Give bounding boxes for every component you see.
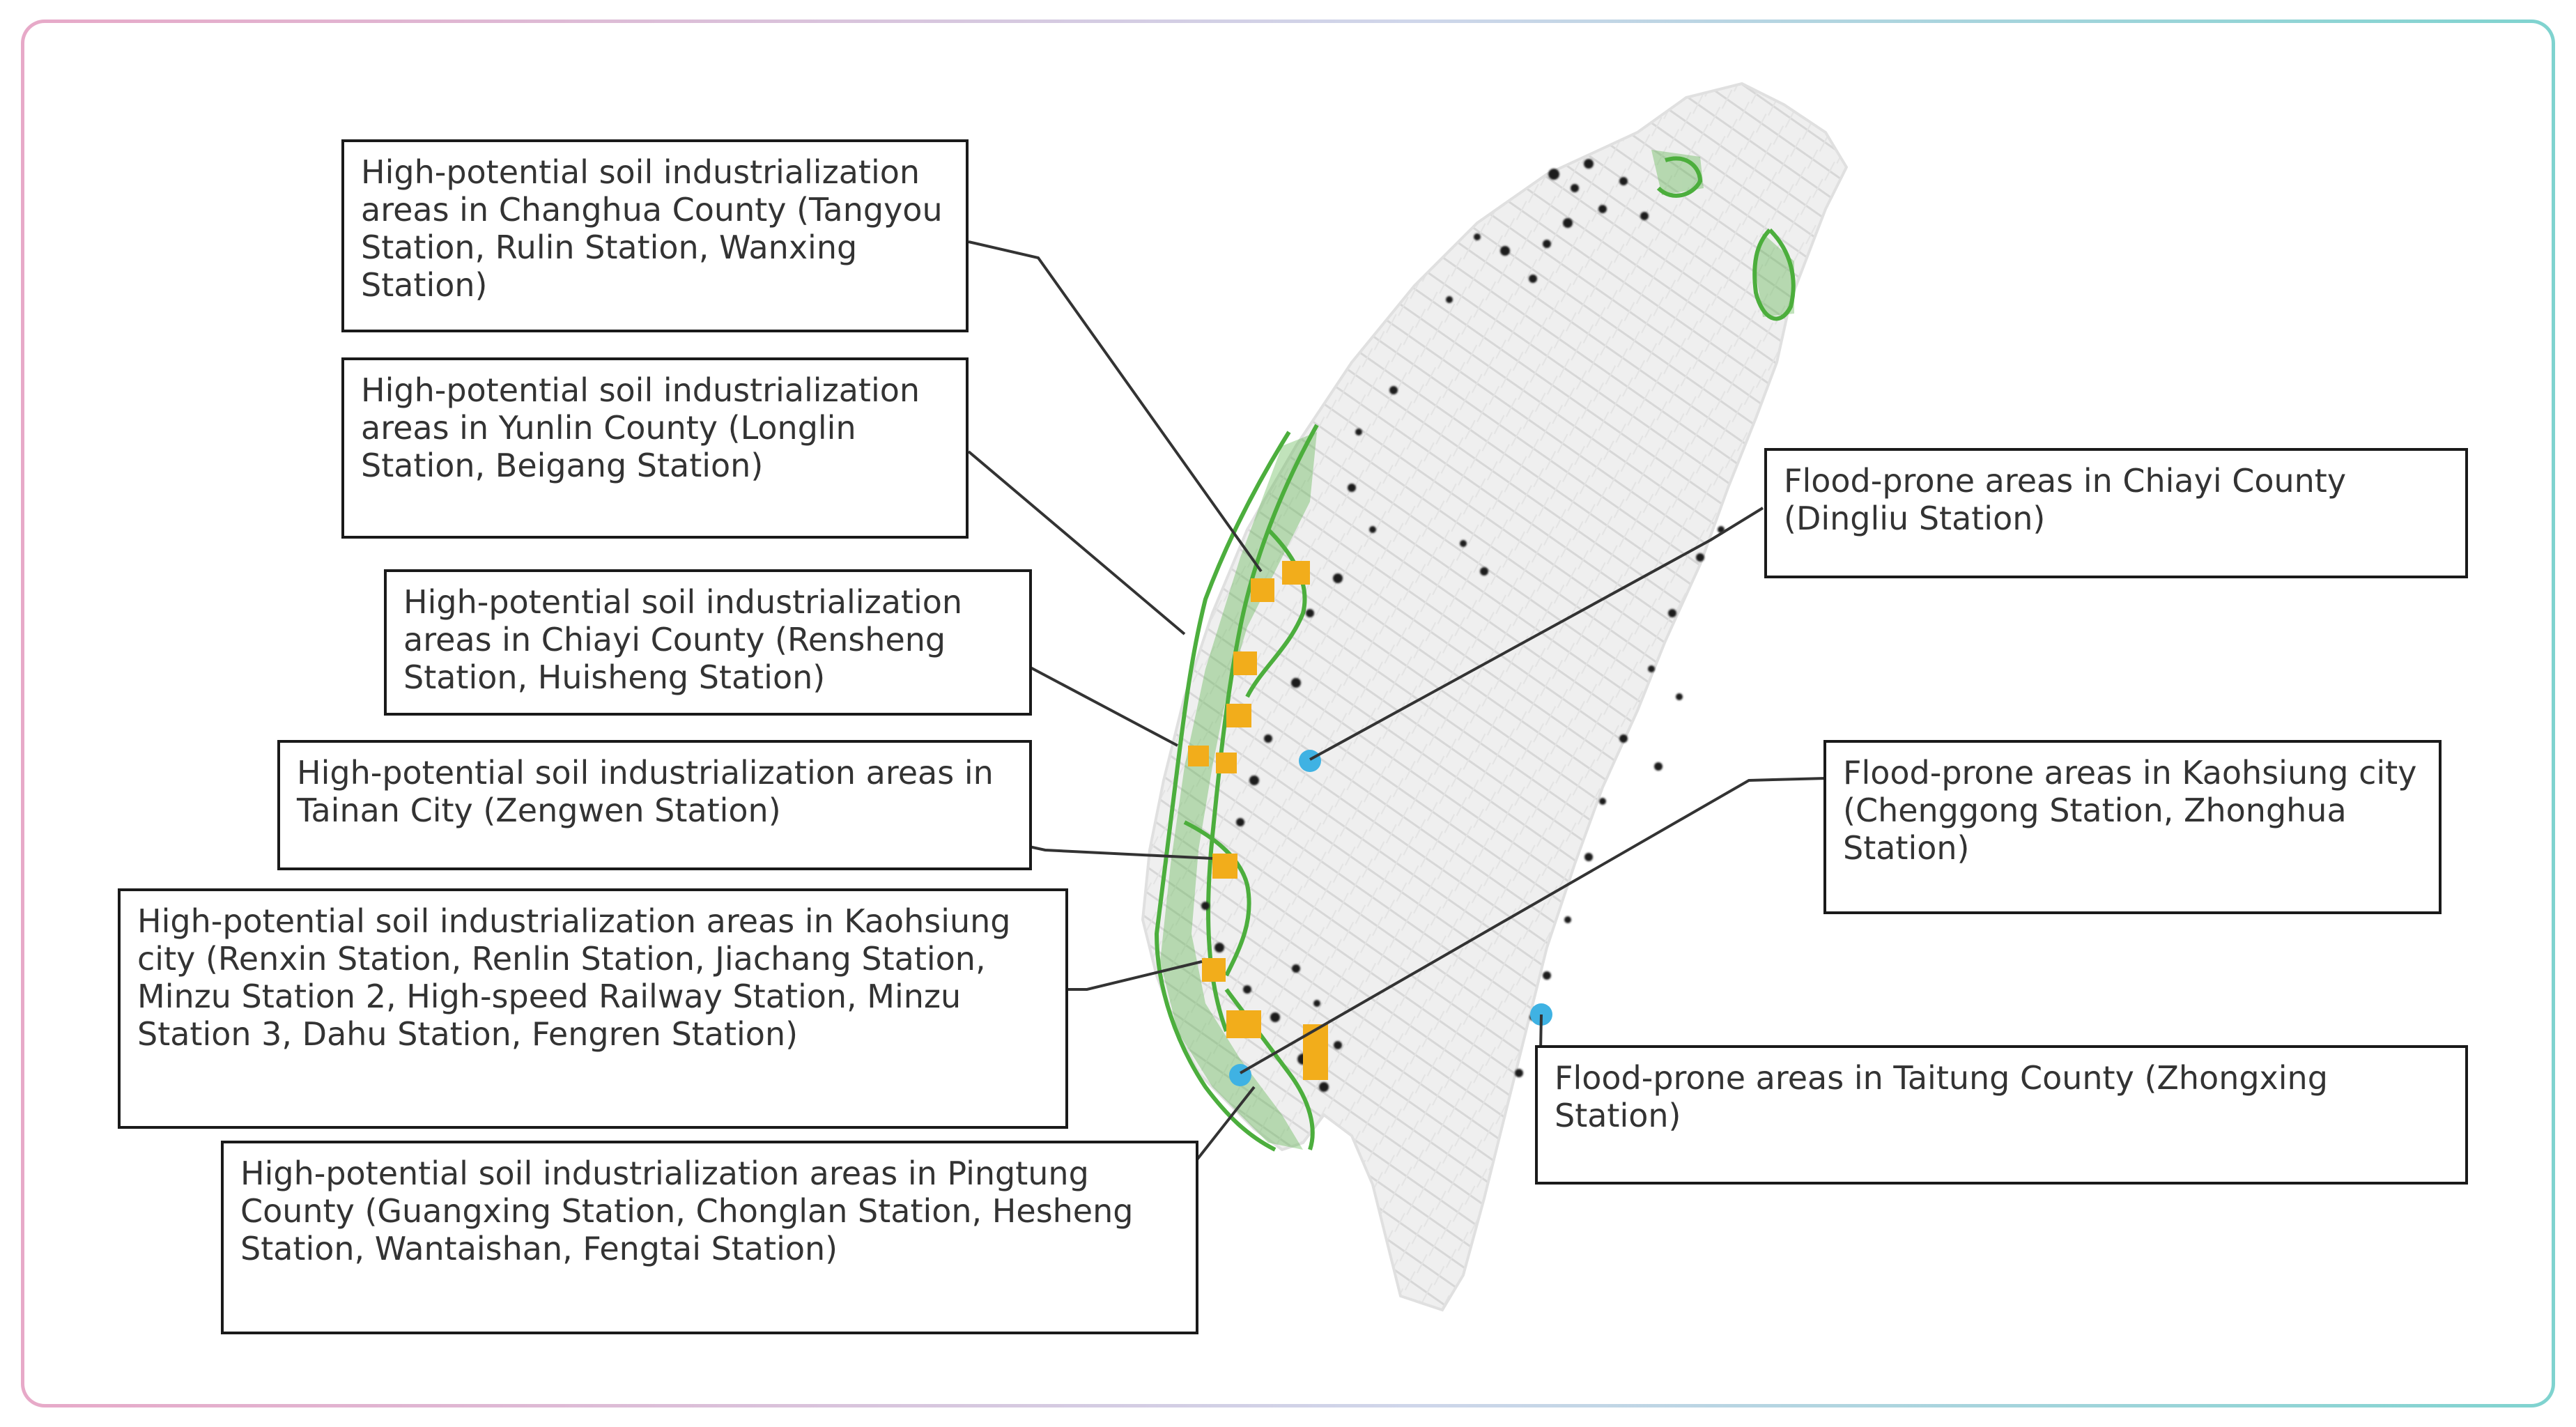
urban-dots — [1201, 159, 1725, 1092]
callout-pingtung-text: High-potential soil industrialization ar… — [240, 1155, 1134, 1267]
callout-chiayi-flood: Flood-prone areas in Chiayi County (Ding… — [1764, 448, 2468, 578]
callout-taitung-flood-text: Flood-prone areas in Taitung County (Zho… — [1555, 1059, 2328, 1134]
callout-chiayi-flood-text: Flood-prone areas in Chiayi County (Ding… — [1784, 462, 2347, 537]
soil-areas-fill — [1160, 150, 1794, 1150]
callout-kaohsiung-soil-text: High-potential soil industrialization ar… — [137, 902, 1011, 1053]
soil-station-markers — [1188, 561, 1328, 1080]
callout-yunlin: High-potential soil industrialization ar… — [341, 357, 969, 539]
callout-kaohsiung-flood: Flood-prone areas in Kaohsiung city (Che… — [1823, 740, 2442, 914]
callout-tainan-text: High-potential soil industrialization ar… — [297, 754, 994, 829]
callout-chiayi-soil-text: High-potential soil industrialization ar… — [403, 583, 963, 696]
soil-areas-outline — [1154, 156, 1796, 1152]
callout-taitung-flood: Flood-prone areas in Taitung County (Zho… — [1535, 1045, 2468, 1185]
callout-yunlin-text: High-potential soil industrialization ar… — [361, 371, 920, 484]
callout-tainan: High-potential soil industrialization ar… — [277, 740, 1032, 870]
callout-changhua-text: High-potential soil industrialization ar… — [361, 153, 943, 304]
callout-kaohsiung-soil: High-potential soil industrialization ar… — [118, 888, 1068, 1129]
callout-pingtung: High-potential soil industrialization ar… — [221, 1141, 1198, 1334]
callout-chiayi-soil: High-potential soil industrialization ar… — [384, 569, 1032, 716]
callout-changhua: High-potential soil industrialization ar… — [341, 139, 969, 332]
callout-kaohsiung-flood-text: Flood-prone areas in Kaohsiung city (Che… — [1843, 754, 2417, 867]
